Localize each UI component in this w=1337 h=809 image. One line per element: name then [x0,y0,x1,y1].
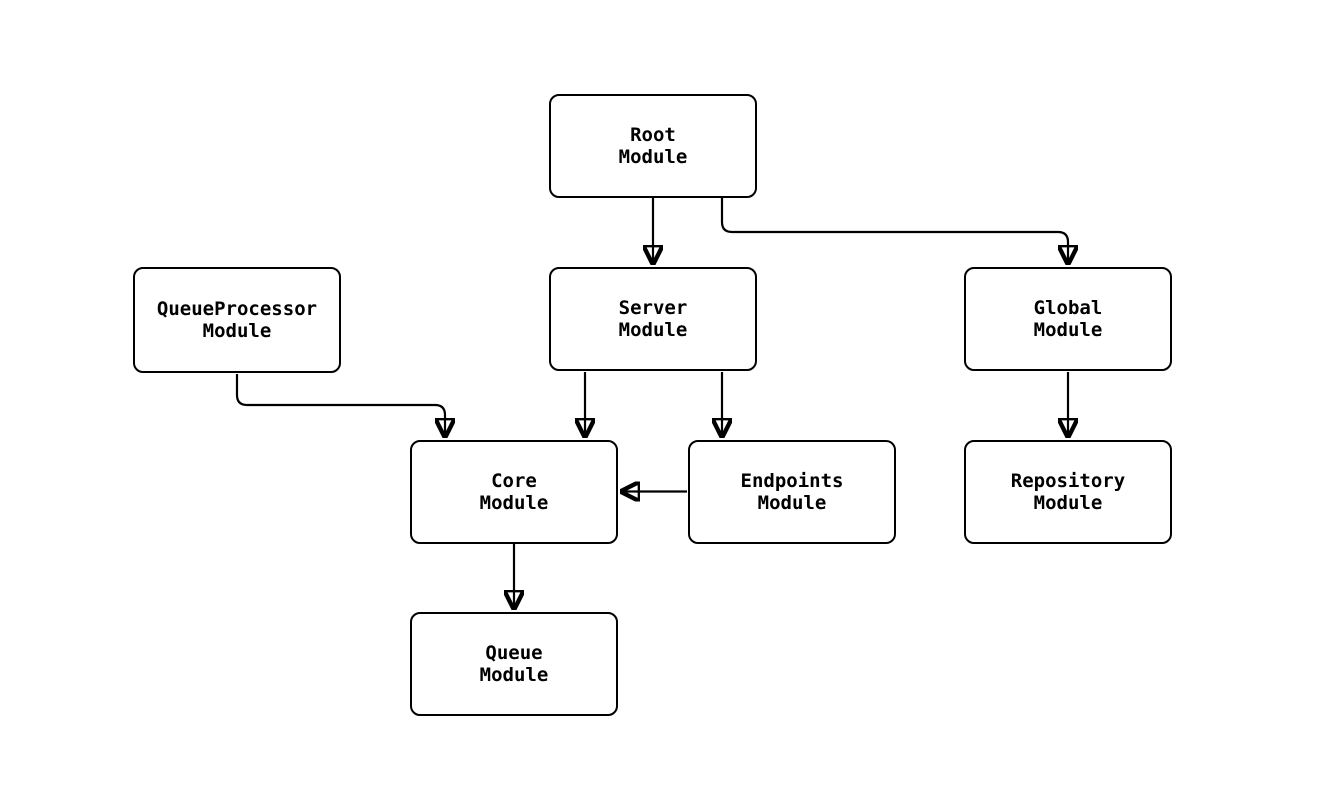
node-repository-module: Repository Module [964,440,1172,544]
node-global-module: Global Module [964,267,1172,371]
node-queue-module: Queue Module [410,612,618,716]
node-core-module: Core Module [410,440,618,544]
edge-root-to-global [720,198,1068,262]
node-root-module: Root Module [549,94,757,198]
node-endpoints-module: Endpoints Module [688,440,896,544]
node-queueprocessor-module: QueueProcessor Module [133,267,341,373]
node-server-module: Server Module [549,267,757,371]
edge-queueprocessor-to-core [235,374,445,435]
